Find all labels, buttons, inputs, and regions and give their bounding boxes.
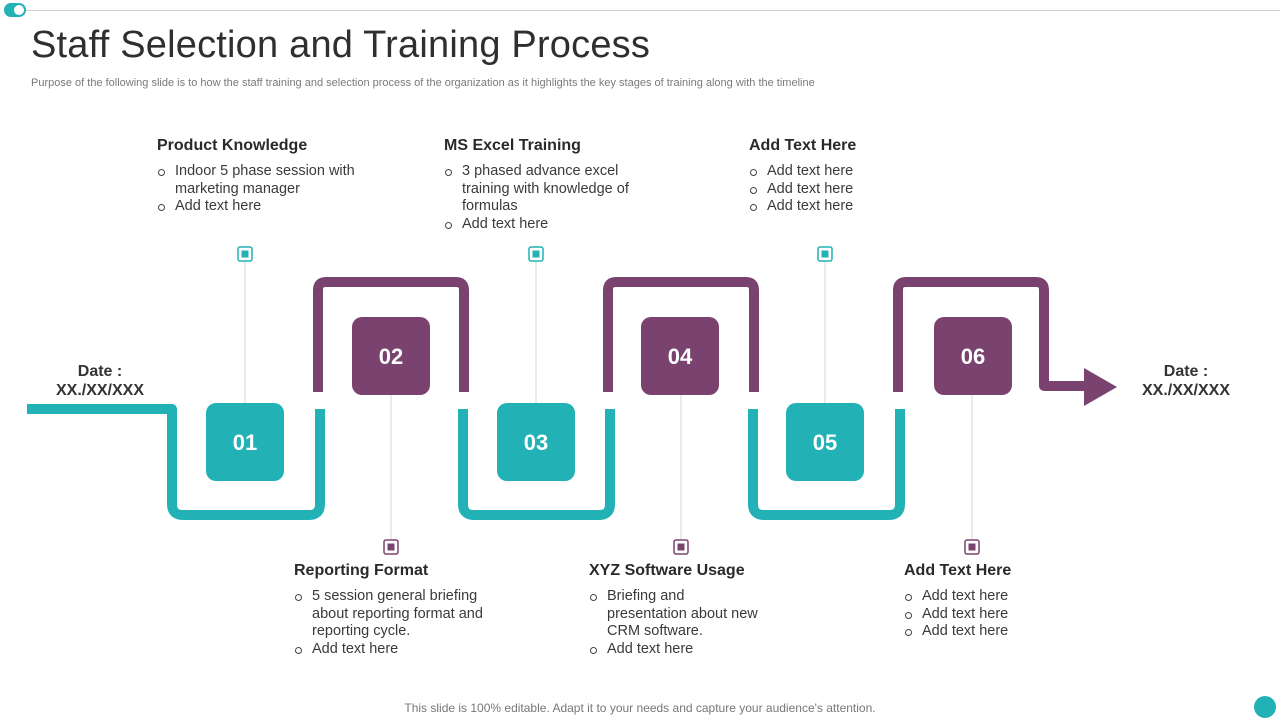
block-3-bullet-1: 3 phased advance excel training with kno… [444, 163, 644, 216]
step-label-04: 04 [668, 344, 693, 369]
corner-circle-icon [1254, 696, 1276, 718]
marker-6 [964, 539, 980, 555]
date-start-value: XX./XX/XXX [55, 382, 145, 399]
step-label-05: 05 [813, 430, 837, 455]
step-label-02: 02 [379, 344, 403, 369]
marker-3 [528, 246, 544, 262]
step-box-02 [352, 317, 430, 395]
text-block-3: MS Excel Training 3 phased advance excel… [444, 137, 644, 233]
block-3-bullet-2: Add text here [444, 216, 644, 234]
block-5-bullet-2: Add text here [749, 181, 949, 199]
path-segment-teal-1 [27, 404, 325, 520]
block-title-5: Add Text Here [749, 137, 857, 154]
step-box-06 [934, 317, 1012, 395]
block-title-1: Product Knowledge [157, 137, 308, 154]
block-5-bullet-1: Add text here [749, 163, 949, 181]
date-end-value: XX./XX/XXX [1141, 382, 1231, 399]
block-title-4: XYZ Software Usage [589, 562, 745, 579]
path-segment-teal-3 [748, 409, 905, 520]
arrow-head [1084, 368, 1117, 406]
page-subtitle: Purpose of the following slide is to how… [31, 77, 815, 89]
step-label-03: 03 [524, 430, 548, 455]
text-block-5: Add Text Here Add text here Add text her… [749, 137, 949, 216]
text-block-2: Reporting Format 5 session general brief… [294, 562, 504, 658]
top-divider-line [20, 10, 1280, 11]
marker-1 [237, 246, 253, 262]
text-block-1: Product Knowledge Indoor 5 phase session… [157, 137, 362, 216]
block-1-bullet-2: Add text here [157, 198, 362, 216]
step-label-01: 01 [233, 430, 257, 455]
marker-5 [817, 246, 833, 262]
block-2-bullet-1: 5 session general briefing about reporti… [294, 588, 504, 641]
date-start-label: Date : [77, 363, 123, 380]
date-end: Date : XX./XX/XXX [1116, 362, 1256, 400]
block-4-bullet-2: Add text here [589, 641, 764, 659]
block-4-bullet-1: Briefing and presentation about new CRM … [589, 588, 764, 641]
block-title-6: Add Text Here [904, 562, 1012, 579]
path-segment-teal-2 [458, 409, 615, 520]
block-6-bullet-1: Add text here [904, 588, 1104, 606]
block-2-bullet-2: Add text here [294, 641, 504, 659]
block-6-bullet-2: Add text here [904, 606, 1104, 624]
page-title: Staff Selection and Training Process [31, 24, 651, 66]
block-6-bullet-3: Add text here [904, 623, 1104, 641]
path-segment-purple-3 [893, 277, 1088, 392]
date-end-label: Date : [1163, 363, 1209, 380]
path-segment-purple-1 [313, 277, 469, 392]
step-box-04 [641, 317, 719, 395]
text-block-6: Add Text Here Add text here Add text her… [904, 562, 1104, 641]
date-start: Date : XX./XX/XXX [30, 362, 170, 400]
toggle-knob [13, 4, 25, 16]
path-segment-purple-2 [603, 277, 759, 392]
block-title-3: MS Excel Training [444, 137, 581, 154]
block-5-bullet-3: Add text here [749, 198, 949, 216]
marker-4 [673, 539, 689, 555]
toggle-icon [4, 3, 26, 17]
marker-2 [383, 539, 399, 555]
block-title-2: Reporting Format [294, 562, 429, 579]
step-box-03 [497, 403, 575, 481]
step-box-05 [786, 403, 864, 481]
block-1-bullet-1: Indoor 5 phase session with marketing ma… [157, 163, 362, 198]
footer-note: This slide is 100% editable. Adapt it to… [404, 701, 876, 715]
step-box-01 [206, 403, 284, 481]
step-label-06: 06 [961, 344, 985, 369]
text-block-4: XYZ Software Usage Briefing and presenta… [589, 562, 764, 658]
